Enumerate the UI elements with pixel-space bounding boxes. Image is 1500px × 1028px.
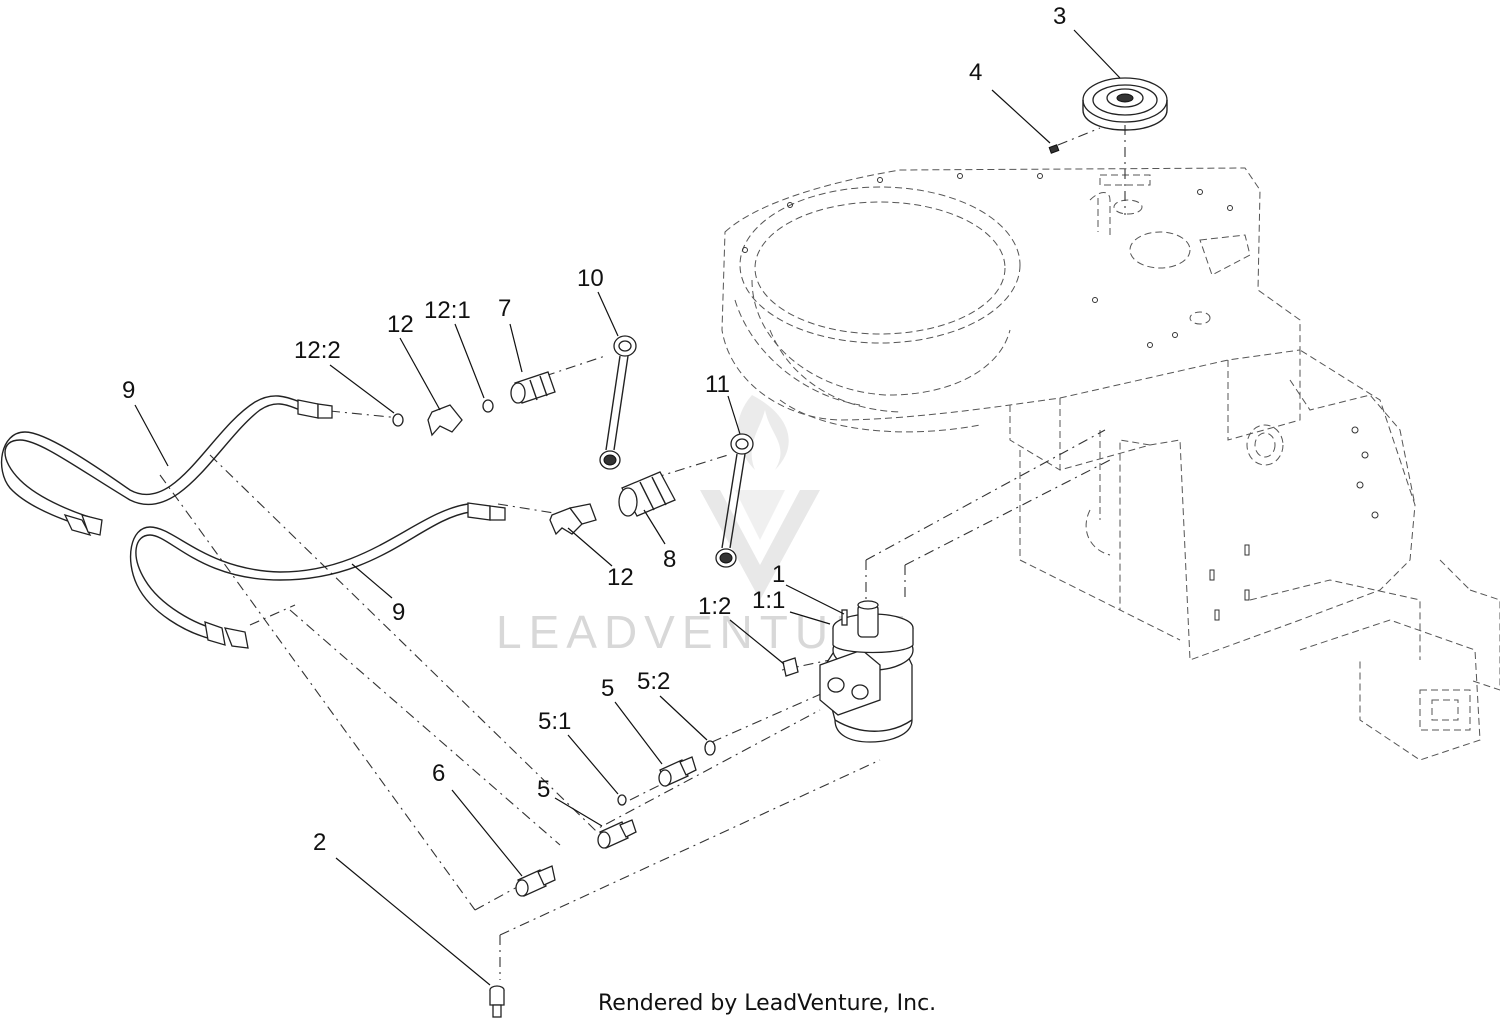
assembly-centerlines bbox=[159, 125, 1126, 980]
callout-7: 7 bbox=[498, 295, 511, 322]
part-dust-cap-11 bbox=[715, 433, 754, 568]
leader-1-2 bbox=[729, 619, 785, 665]
callout-1-1: 1:1 bbox=[752, 587, 785, 614]
leader-12-1 bbox=[454, 323, 485, 399]
part-dust-cap-10 bbox=[599, 335, 637, 470]
callout-12-top: 12 bbox=[387, 311, 414, 338]
frame-assembly bbox=[721, 167, 1500, 761]
callout-9-bottom: 9 bbox=[392, 599, 405, 626]
part-coupler-8 bbox=[618, 471, 676, 517]
leader-3 bbox=[1073, 29, 1121, 79]
callout-3: 3 bbox=[1053, 3, 1066, 30]
leader-10 bbox=[597, 291, 619, 337]
part-motor-key bbox=[782, 657, 799, 677]
part-hose-upper bbox=[0, 395, 333, 537]
part-pulley bbox=[1082, 77, 1168, 131]
callout-9-top: 9 bbox=[122, 377, 135, 404]
part-elbow-12-top bbox=[392, 399, 494, 437]
leader-9-bottom bbox=[351, 563, 393, 599]
callout-8: 8 bbox=[663, 546, 676, 573]
leader-12-2 bbox=[329, 364, 395, 414]
callout-5-2: 5:2 bbox=[637, 668, 670, 695]
part-fitting-5-top bbox=[658, 740, 716, 787]
part-key bbox=[1048, 144, 1060, 154]
rendered-by-footer: Rendered by LeadVenture, Inc. bbox=[598, 991, 936, 1016]
callout-10: 10 bbox=[577, 265, 604, 292]
callouts: 3 4 10 7 12:1 12 12:2 9 11 8 12 9 bbox=[122, 3, 1121, 986]
callout-4: 4 bbox=[969, 59, 982, 86]
part-fitting-5-bottom bbox=[597, 819, 637, 849]
part-hydraulic-motor bbox=[819, 600, 914, 743]
callout-6: 6 bbox=[432, 760, 445, 787]
part-hose-lower bbox=[129, 502, 506, 649]
part-bolt bbox=[489, 985, 505, 1018]
leader-12-bottom bbox=[567, 527, 613, 567]
callout-5-bottom: 5 bbox=[537, 776, 550, 803]
part-fitting-6 bbox=[515, 865, 556, 897]
leader-4 bbox=[991, 89, 1051, 144]
leader-5-top bbox=[614, 701, 663, 765]
frame-holes bbox=[742, 173, 1379, 621]
part-coupler-7 bbox=[510, 371, 556, 404]
leader-5-bottom bbox=[554, 797, 603, 827]
leader-6 bbox=[451, 789, 523, 877]
callout-12-2: 12:2 bbox=[294, 337, 341, 364]
leader-5-1 bbox=[567, 734, 619, 795]
callout-1-2: 1:2 bbox=[698, 593, 731, 620]
callout-11: 11 bbox=[705, 371, 730, 398]
leader-5-2 bbox=[659, 695, 708, 741]
callout-1: 1 bbox=[772, 561, 785, 588]
leader-9-top bbox=[134, 404, 169, 467]
callout-5-top: 5 bbox=[601, 675, 614, 702]
leader-8 bbox=[643, 509, 666, 545]
part-elbow-12-bottom bbox=[549, 503, 597, 536]
leader-7 bbox=[509, 323, 523, 373]
leader-2 bbox=[335, 857, 491, 986]
leader-1 bbox=[785, 584, 845, 615]
leadventure-logo-mark bbox=[700, 395, 820, 600]
leader-1-1 bbox=[789, 611, 831, 625]
callout-2: 2 bbox=[313, 829, 326, 856]
leader-12-top bbox=[399, 337, 441, 411]
part-oring-5-1 bbox=[617, 794, 627, 806]
leader-11 bbox=[727, 395, 741, 435]
callout-12-1: 12:1 bbox=[424, 297, 471, 324]
callout-12-bottom: 12 bbox=[607, 564, 634, 591]
callout-5-1: 5:1 bbox=[538, 708, 571, 735]
